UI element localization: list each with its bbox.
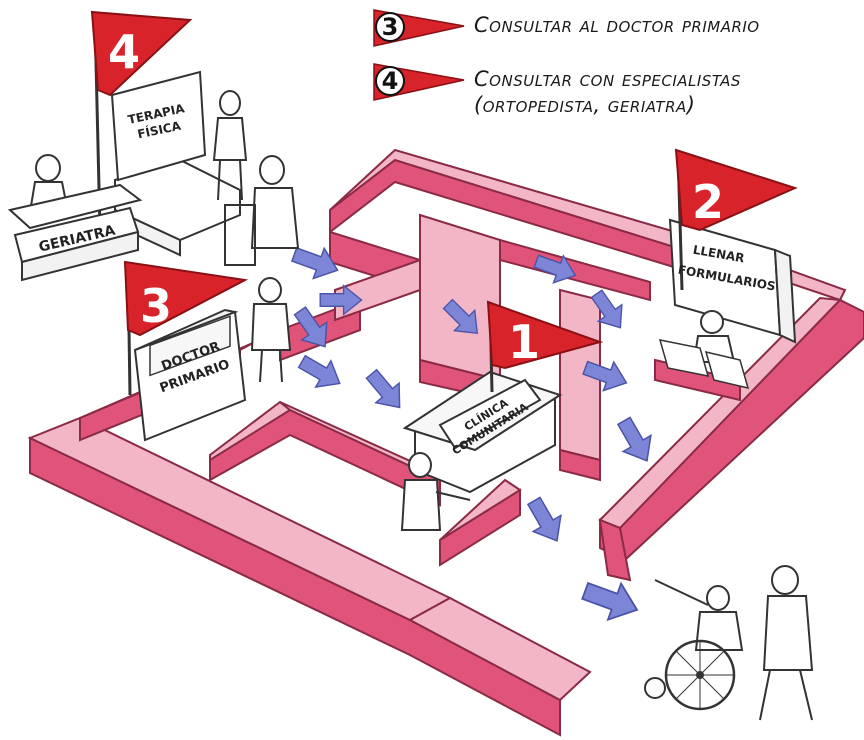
legend-line: Consultar al doctor primario [474, 13, 760, 37]
legend-text-3: Consultar al doctor primario [474, 12, 760, 38]
direction-arrow [365, 368, 401, 409]
direction-arrow [442, 298, 479, 335]
flag-1-number: 1 [508, 315, 540, 369]
direction-arrow [319, 284, 363, 316]
flag-4 [90, 10, 193, 97]
direction-arrow [293, 306, 328, 348]
forms-station: 2 LLENAR FORMULARIOS [658, 148, 798, 390]
direction-arrow [526, 496, 562, 542]
legend-item-3: 3 Consultar al doctor primario [372, 6, 760, 50]
legend-number-3: 3 [381, 13, 399, 41]
direction-arrow [582, 360, 628, 392]
direction-arrow [581, 581, 639, 622]
geriatrician-station: GERIATRA [7, 154, 143, 282]
legend-text-4: Consultar con especialistas (ortopedista… [474, 66, 741, 118]
legend-number-4: 4 [381, 67, 399, 95]
direction-arrow [290, 246, 339, 280]
primary-doctor-station: 3 DOCTOR PRIMARIO [123, 260, 292, 442]
legend-line: (ortopedista, geriatra) [474, 93, 696, 117]
maze-walls [27, 148, 864, 737]
flag-2-number: 2 [692, 175, 724, 229]
legend-flag-4: 4 [372, 60, 468, 104]
flag-3 [123, 260, 249, 337]
flag-2 [674, 148, 798, 232]
arrow-group [290, 246, 652, 622]
direction-arrow [616, 416, 652, 462]
flag-1 [486, 300, 604, 370]
wheelchair-group [644, 565, 814, 721]
legend-line: Consultar con especialistas [474, 67, 741, 91]
direction-arrow [533, 254, 577, 284]
direction-arrow [590, 289, 623, 329]
legend-item-4: 4 Consultar con especialistas (ortopedis… [372, 60, 741, 118]
community-clinic-station: 1 CLÍNICA COMUNITARIA [400, 300, 604, 531]
direction-arrow [297, 354, 341, 388]
flag-4-number: 4 [108, 25, 140, 79]
legend-flag-3: 3 [372, 6, 468, 50]
flag-3-number: 3 [140, 279, 172, 333]
